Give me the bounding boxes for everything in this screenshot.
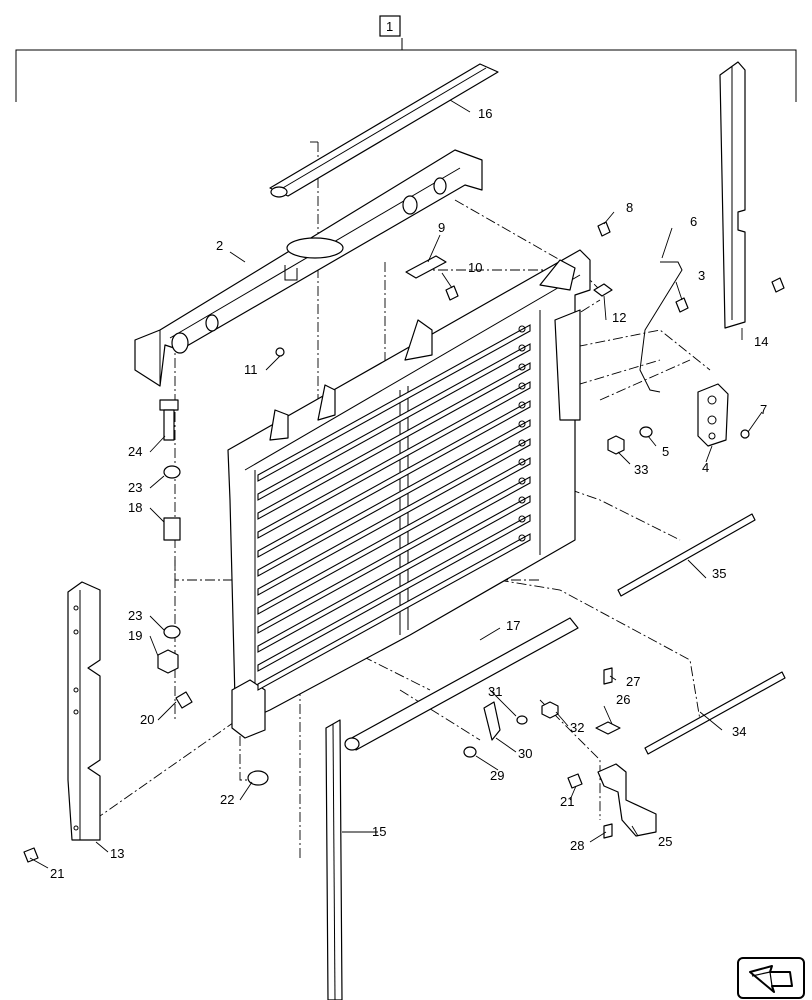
grille-frame — [227, 249, 591, 739]
pin — [593, 283, 613, 297]
slat-fastener — [518, 382, 526, 390]
callout-25: 25 — [658, 834, 672, 849]
callout-32: 32 — [570, 720, 584, 735]
callout-6: 6 — [690, 214, 697, 229]
callout-14: 14 — [754, 334, 768, 349]
slat-fastener — [518, 534, 526, 542]
left-side-panel — [67, 581, 101, 841]
callout-16: 16 — [478, 106, 492, 121]
callout-3: 3 — [698, 268, 705, 283]
top-cross-member — [134, 149, 483, 387]
grille-slat — [257, 324, 531, 482]
callout-13: 13 — [110, 846, 124, 861]
grille-slat — [257, 419, 531, 577]
vertical-seal-strip — [325, 719, 343, 1000]
callout-23b: 23 — [128, 608, 142, 623]
right-side-panel — [719, 61, 746, 329]
assembly-callout: 1 — [386, 19, 393, 34]
callout-4: 4 — [702, 460, 709, 475]
callout-18: 18 — [128, 500, 142, 515]
grille-slat — [257, 343, 531, 501]
callout-15: 15 — [372, 824, 386, 839]
seal-strip-34 — [644, 671, 786, 755]
slat-fastener — [518, 515, 526, 523]
callout-33: 33 — [634, 462, 648, 477]
callout-19: 19 — [128, 628, 142, 643]
latch-rod — [639, 261, 683, 393]
callout-9: 9 — [438, 220, 445, 235]
callout-17: 17 — [506, 618, 520, 633]
callout-7: 7 — [760, 402, 767, 417]
callouts: 16 2 9 10 8 6 3 14 12 11 24 23 18 23 19 … — [50, 106, 768, 881]
grille-slats — [257, 324, 531, 691]
grille-slat — [257, 362, 531, 520]
callout-24: 24 — [128, 444, 142, 459]
slat-fastener — [518, 363, 526, 371]
latch-assembly — [697, 383, 729, 447]
callout-28: 28 — [570, 838, 584, 853]
assembly-bracket: 1 — [15, 15, 797, 102]
callout-12: 12 — [612, 310, 626, 325]
next-page-arrow-icon[interactable] — [737, 957, 805, 999]
grille-slat — [257, 495, 531, 653]
slat-fastener — [518, 401, 526, 409]
slat-fastener — [518, 344, 526, 352]
callout-29: 29 — [490, 768, 504, 783]
lower-seal-strip — [344, 617, 579, 751]
callout-26: 26 — [616, 692, 630, 707]
callout-2: 2 — [216, 238, 223, 253]
callout-20: 20 — [140, 712, 154, 727]
top-seal-strip — [269, 63, 499, 198]
callout-22: 22 — [220, 792, 234, 807]
slat-fastener — [518, 458, 526, 466]
clip — [405, 255, 447, 279]
slat-fastener — [518, 420, 526, 428]
grille-slat — [257, 438, 531, 596]
callout-35: 35 — [712, 566, 726, 581]
grille-slat — [257, 514, 531, 672]
callout-30: 30 — [518, 746, 532, 761]
callout-5: 5 — [662, 444, 669, 459]
grille-slat — [257, 381, 531, 539]
slat-fastener — [518, 477, 526, 485]
grille-slat — [257, 476, 531, 634]
slat-fastener — [518, 496, 526, 504]
grille-slat — [257, 533, 531, 691]
callout-21b: 21 — [560, 794, 574, 809]
slat-fastener — [518, 439, 526, 447]
callout-23a: 23 — [128, 480, 142, 495]
slat-fastener — [518, 325, 526, 333]
callout-8: 8 — [626, 200, 633, 215]
callout-11: 11 — [244, 362, 258, 377]
callout-10: 10 — [468, 260, 482, 275]
callout-27: 27 — [626, 674, 640, 689]
callout-34: 34 — [732, 724, 746, 739]
callout-21a: 21 — [50, 866, 64, 881]
callout-31: 31 — [488, 684, 502, 699]
leader-lines — [29, 99, 763, 869]
grille-slat — [257, 400, 531, 558]
seal-strip-35 — [617, 513, 756, 597]
grille-slat — [257, 457, 531, 615]
